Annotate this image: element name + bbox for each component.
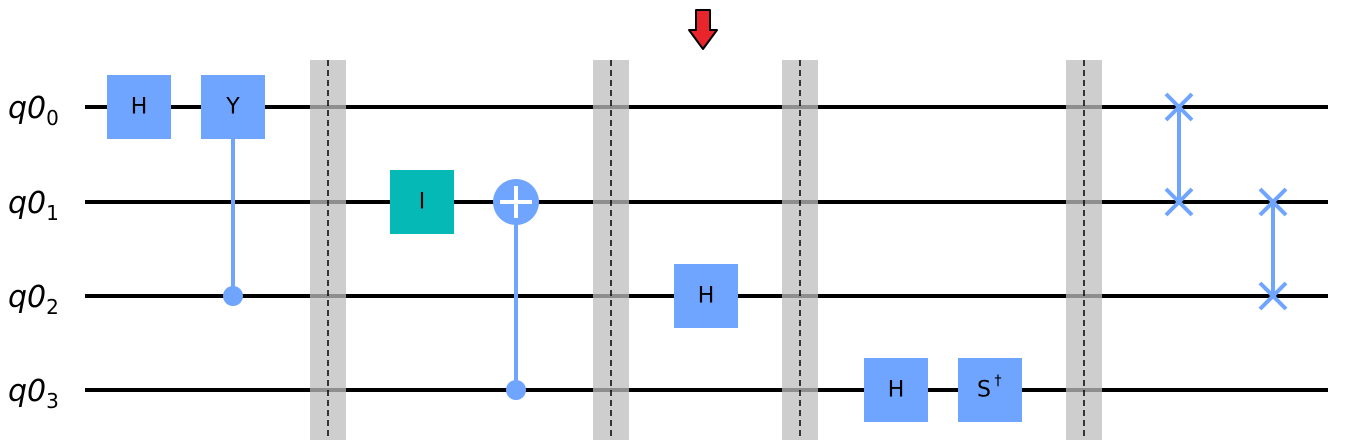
svg-text:S: S (977, 378, 991, 403)
step-marker-arrow-icon (688, 9, 718, 50)
swap-cross-icon (1164, 92, 1194, 122)
svg-text:I: I (419, 190, 426, 215)
identity-gate-q0-1[interactable]: I (390, 170, 454, 234)
cnot-gate[interactable] (493, 179, 539, 400)
control-dot (223, 286, 243, 306)
qubit-label-2: q02 (8, 280, 59, 319)
swap-cross-icon (1258, 281, 1288, 311)
qubit-label-0: q00 (8, 91, 59, 130)
qubit-labels: q00 q01 q02 q03 (8, 91, 59, 413)
svg-text:†: † (995, 373, 1002, 389)
swap-cross-icon (1164, 187, 1194, 217)
svg-text:Y: Y (225, 95, 240, 120)
h-gate-q0-3[interactable]: H (864, 358, 928, 422)
h-gate-q0-2[interactable]: H (674, 264, 738, 328)
swap-gate-q0-0-q0-1[interactable] (1164, 92, 1194, 217)
svg-text:H: H (888, 378, 905, 403)
barrier-3 (782, 60, 818, 440)
h-gate-q0-0[interactable]: H (107, 75, 171, 139)
barriers (310, 60, 1102, 440)
y-gate-q0-0[interactable]: Y (201, 75, 265, 139)
swap-gate-q0-1-q0-2[interactable] (1258, 187, 1288, 311)
svg-text:H: H (131, 95, 148, 120)
sdg-gate-q0-3[interactable]: S † (958, 358, 1022, 422)
barrier-4 (1066, 60, 1102, 440)
qubit-label-3: q03 (8, 374, 59, 413)
svg-text:H: H (698, 284, 715, 309)
swap-cross-icon (1258, 187, 1288, 217)
control-dot (506, 380, 526, 400)
qubit-label-1: q01 (8, 186, 59, 225)
qubit-wires (85, 105, 1328, 392)
barrier-1 (310, 60, 346, 440)
barrier-2 (593, 60, 629, 440)
